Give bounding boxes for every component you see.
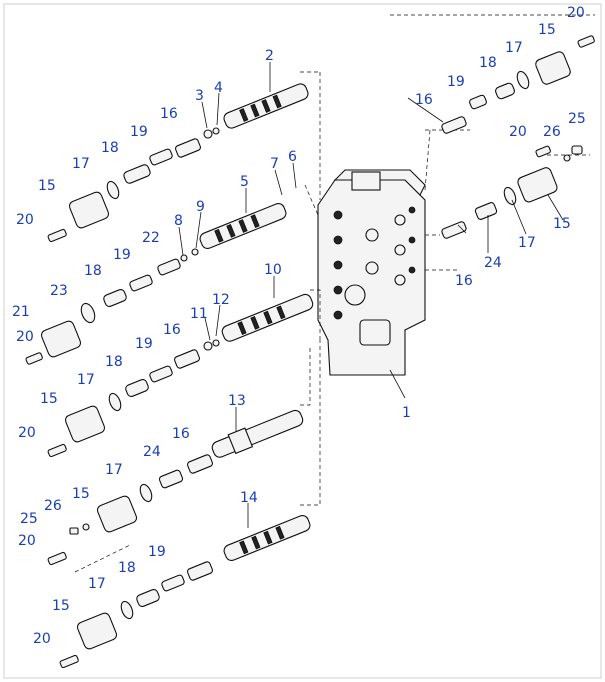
- callout-19-a: 19: [447, 74, 465, 90]
- left-row-1: [47, 127, 220, 243]
- spool-5: [199, 202, 287, 250]
- left-row-4: [47, 454, 214, 566]
- callout-19-d: 19: [135, 336, 153, 352]
- callout-17-d: 17: [77, 372, 95, 388]
- callout-5: 5: [240, 174, 249, 190]
- callout-18-c: 18: [84, 263, 102, 279]
- right-upper-assembly: [441, 35, 595, 162]
- callout-17-c: 17: [72, 156, 90, 172]
- callout-3: 3: [195, 88, 204, 104]
- callout-16-b: 16: [455, 273, 473, 289]
- callout-9: 9: [196, 199, 205, 215]
- callout-16-a: 16: [415, 92, 433, 108]
- callout-26-a: 26: [543, 124, 561, 140]
- callout-16-d: 16: [163, 322, 181, 338]
- callout-15-a: 15: [538, 22, 556, 38]
- alignment-lines: [74, 14, 595, 573]
- callout-23: 23: [50, 283, 68, 299]
- callout-17-b: 17: [518, 235, 536, 251]
- callout-15-b: 15: [553, 216, 571, 232]
- diagram-frame: [3, 3, 602, 679]
- callout-18-e: 18: [118, 560, 136, 576]
- callout-1: 1: [402, 405, 411, 421]
- callout-19-e: 19: [148, 544, 166, 560]
- callout-20-c: 20: [16, 212, 34, 228]
- callout-18-b: 18: [101, 140, 119, 156]
- callout-20-d: 20: [16, 329, 34, 345]
- leader-lines: [178, 62, 564, 528]
- left-row-3: [47, 339, 220, 458]
- left-row-2: [25, 248, 199, 365]
- valve-body: [317, 169, 426, 376]
- spool-2: [223, 83, 309, 129]
- callout-15-f: 15: [52, 598, 70, 614]
- callout-2: 2: [265, 48, 274, 64]
- callout-22: 22: [142, 230, 160, 246]
- callout-18-a: 18: [479, 55, 497, 71]
- callout-20-a: 20: [567, 5, 585, 21]
- callout-labels: 1 2 3 4 5 6 7 8 9 10 11 12 13 14 15 15 1…: [12, 5, 586, 647]
- callout-15-e: 15: [72, 486, 90, 502]
- callout-20-e: 20: [18, 425, 36, 441]
- callout-17-f: 17: [88, 576, 106, 592]
- callout-7: 7: [270, 156, 279, 172]
- callout-4: 4: [214, 80, 223, 96]
- callout-19-c: 19: [113, 247, 131, 263]
- callout-6: 6: [288, 149, 297, 165]
- callout-8: 8: [174, 213, 183, 229]
- callout-14: 14: [240, 490, 258, 506]
- callout-19-b: 19: [130, 124, 148, 140]
- callout-17-a: 17: [505, 40, 523, 56]
- left-row-5: [59, 561, 214, 669]
- callout-12: 12: [212, 292, 230, 308]
- callout-16-e: 16: [172, 426, 190, 442]
- callout-24-a: 24: [484, 255, 502, 271]
- callout-20-b: 20: [509, 124, 527, 140]
- spool-13: [211, 409, 304, 458]
- callout-20-f: 20: [18, 533, 36, 549]
- callout-15-c: 15: [38, 178, 56, 194]
- callout-10: 10: [264, 262, 282, 278]
- callout-20-g: 20: [33, 631, 51, 647]
- callout-25-b: 25: [20, 511, 38, 527]
- callout-16-c: 16: [160, 106, 178, 122]
- callout-11: 11: [190, 306, 208, 322]
- callout-24-b: 24: [143, 444, 161, 460]
- callout-21: 21: [12, 304, 30, 320]
- callout-17-e: 17: [105, 462, 123, 478]
- callout-25-a: 25: [568, 111, 586, 127]
- callout-15-d: 15: [40, 391, 58, 407]
- spool-10: [221, 293, 314, 342]
- right-lower-assembly: [441, 167, 558, 239]
- callout-13: 13: [228, 393, 246, 409]
- callout-18-d: 18: [105, 354, 123, 370]
- callout-26-b: 26: [44, 498, 62, 514]
- spool-14: [223, 514, 311, 562]
